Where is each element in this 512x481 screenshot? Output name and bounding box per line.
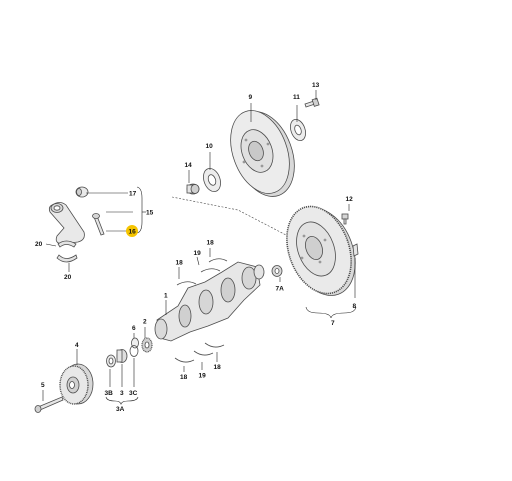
callout-5: 5 [41, 382, 45, 389]
callout-10: 10 [206, 143, 214, 150]
callout-3C: 3C [129, 390, 138, 397]
spacer-3 [116, 349, 128, 363]
connecting-rod-group: 17 15 16 20 20 [35, 186, 154, 281]
crankshaft [154, 261, 265, 342]
small-end-bushing [75, 186, 89, 198]
flywheel-bolt [304, 97, 320, 108]
callout-20-lower: 20 [64, 274, 72, 281]
callout-13: 13 [312, 82, 320, 89]
callout-18-d: 18 [214, 364, 222, 371]
callout-14: 14 [185, 162, 193, 169]
callout-16-highlight [126, 225, 138, 237]
reinforcement-plate [290, 118, 306, 142]
needle-bearing [186, 183, 200, 195]
callout-7A: 7A [276, 286, 285, 293]
callout-8: 8 [353, 303, 357, 310]
crankshaft-group: 1 2 6 18 19 18 18 19 18 [131, 240, 265, 381]
oil-seal [271, 265, 283, 277]
callout-18-a: 18 [176, 260, 184, 267]
pulley-group: 4 5 3B 3 3C 3A [34, 342, 139, 413]
callout-3B: 3B [105, 390, 114, 397]
spacer-plate [203, 167, 221, 193]
callout-15: 15 [146, 210, 154, 217]
callout-2: 2 [143, 319, 147, 326]
crank-sprocket [141, 337, 153, 353]
main-bearing-shells [174, 258, 228, 363]
seal-ring-3B [106, 354, 116, 368]
callout-1: 1 [164, 293, 168, 300]
callout-16: 16 [129, 228, 137, 235]
flywheel-bolt-12 [341, 213, 349, 225]
callout-3A: 3A [116, 406, 125, 413]
callout-20-upper: 20 [35, 241, 43, 248]
dual-mass-flywheel [286, 205, 356, 296]
callout-4: 4 [75, 342, 79, 349]
flywheel-group: 9 11 13 10 14 [171, 82, 320, 236]
callout-18-c: 18 [180, 374, 188, 381]
callout-11: 11 [293, 94, 300, 101]
callout-12: 12 [346, 196, 354, 203]
pulley-bolt [34, 396, 64, 413]
rod-bolt [92, 213, 105, 236]
bearing-shell-upper [57, 240, 77, 248]
callout-19-a: 19 [194, 250, 202, 257]
bearing-shell-lower [56, 254, 78, 263]
flywheel [230, 110, 295, 197]
dual-mass-flywheel-group: 12 8 7A 7 [271, 196, 359, 327]
callout-6: 6 [132, 325, 136, 332]
callout-3: 3 [120, 390, 124, 397]
dowel-pin [352, 243, 359, 257]
o-ring-3C [129, 345, 139, 357]
callout-17: 17 [129, 191, 137, 198]
connecting-rod [48, 202, 85, 245]
callout-9: 9 [249, 94, 253, 101]
callout-18-b: 18 [207, 240, 215, 247]
vibration-damper-pulley [59, 363, 94, 405]
callout-19-b: 19 [199, 373, 207, 380]
callout-7: 7 [331, 320, 335, 327]
thrust-washer [131, 337, 139, 349]
